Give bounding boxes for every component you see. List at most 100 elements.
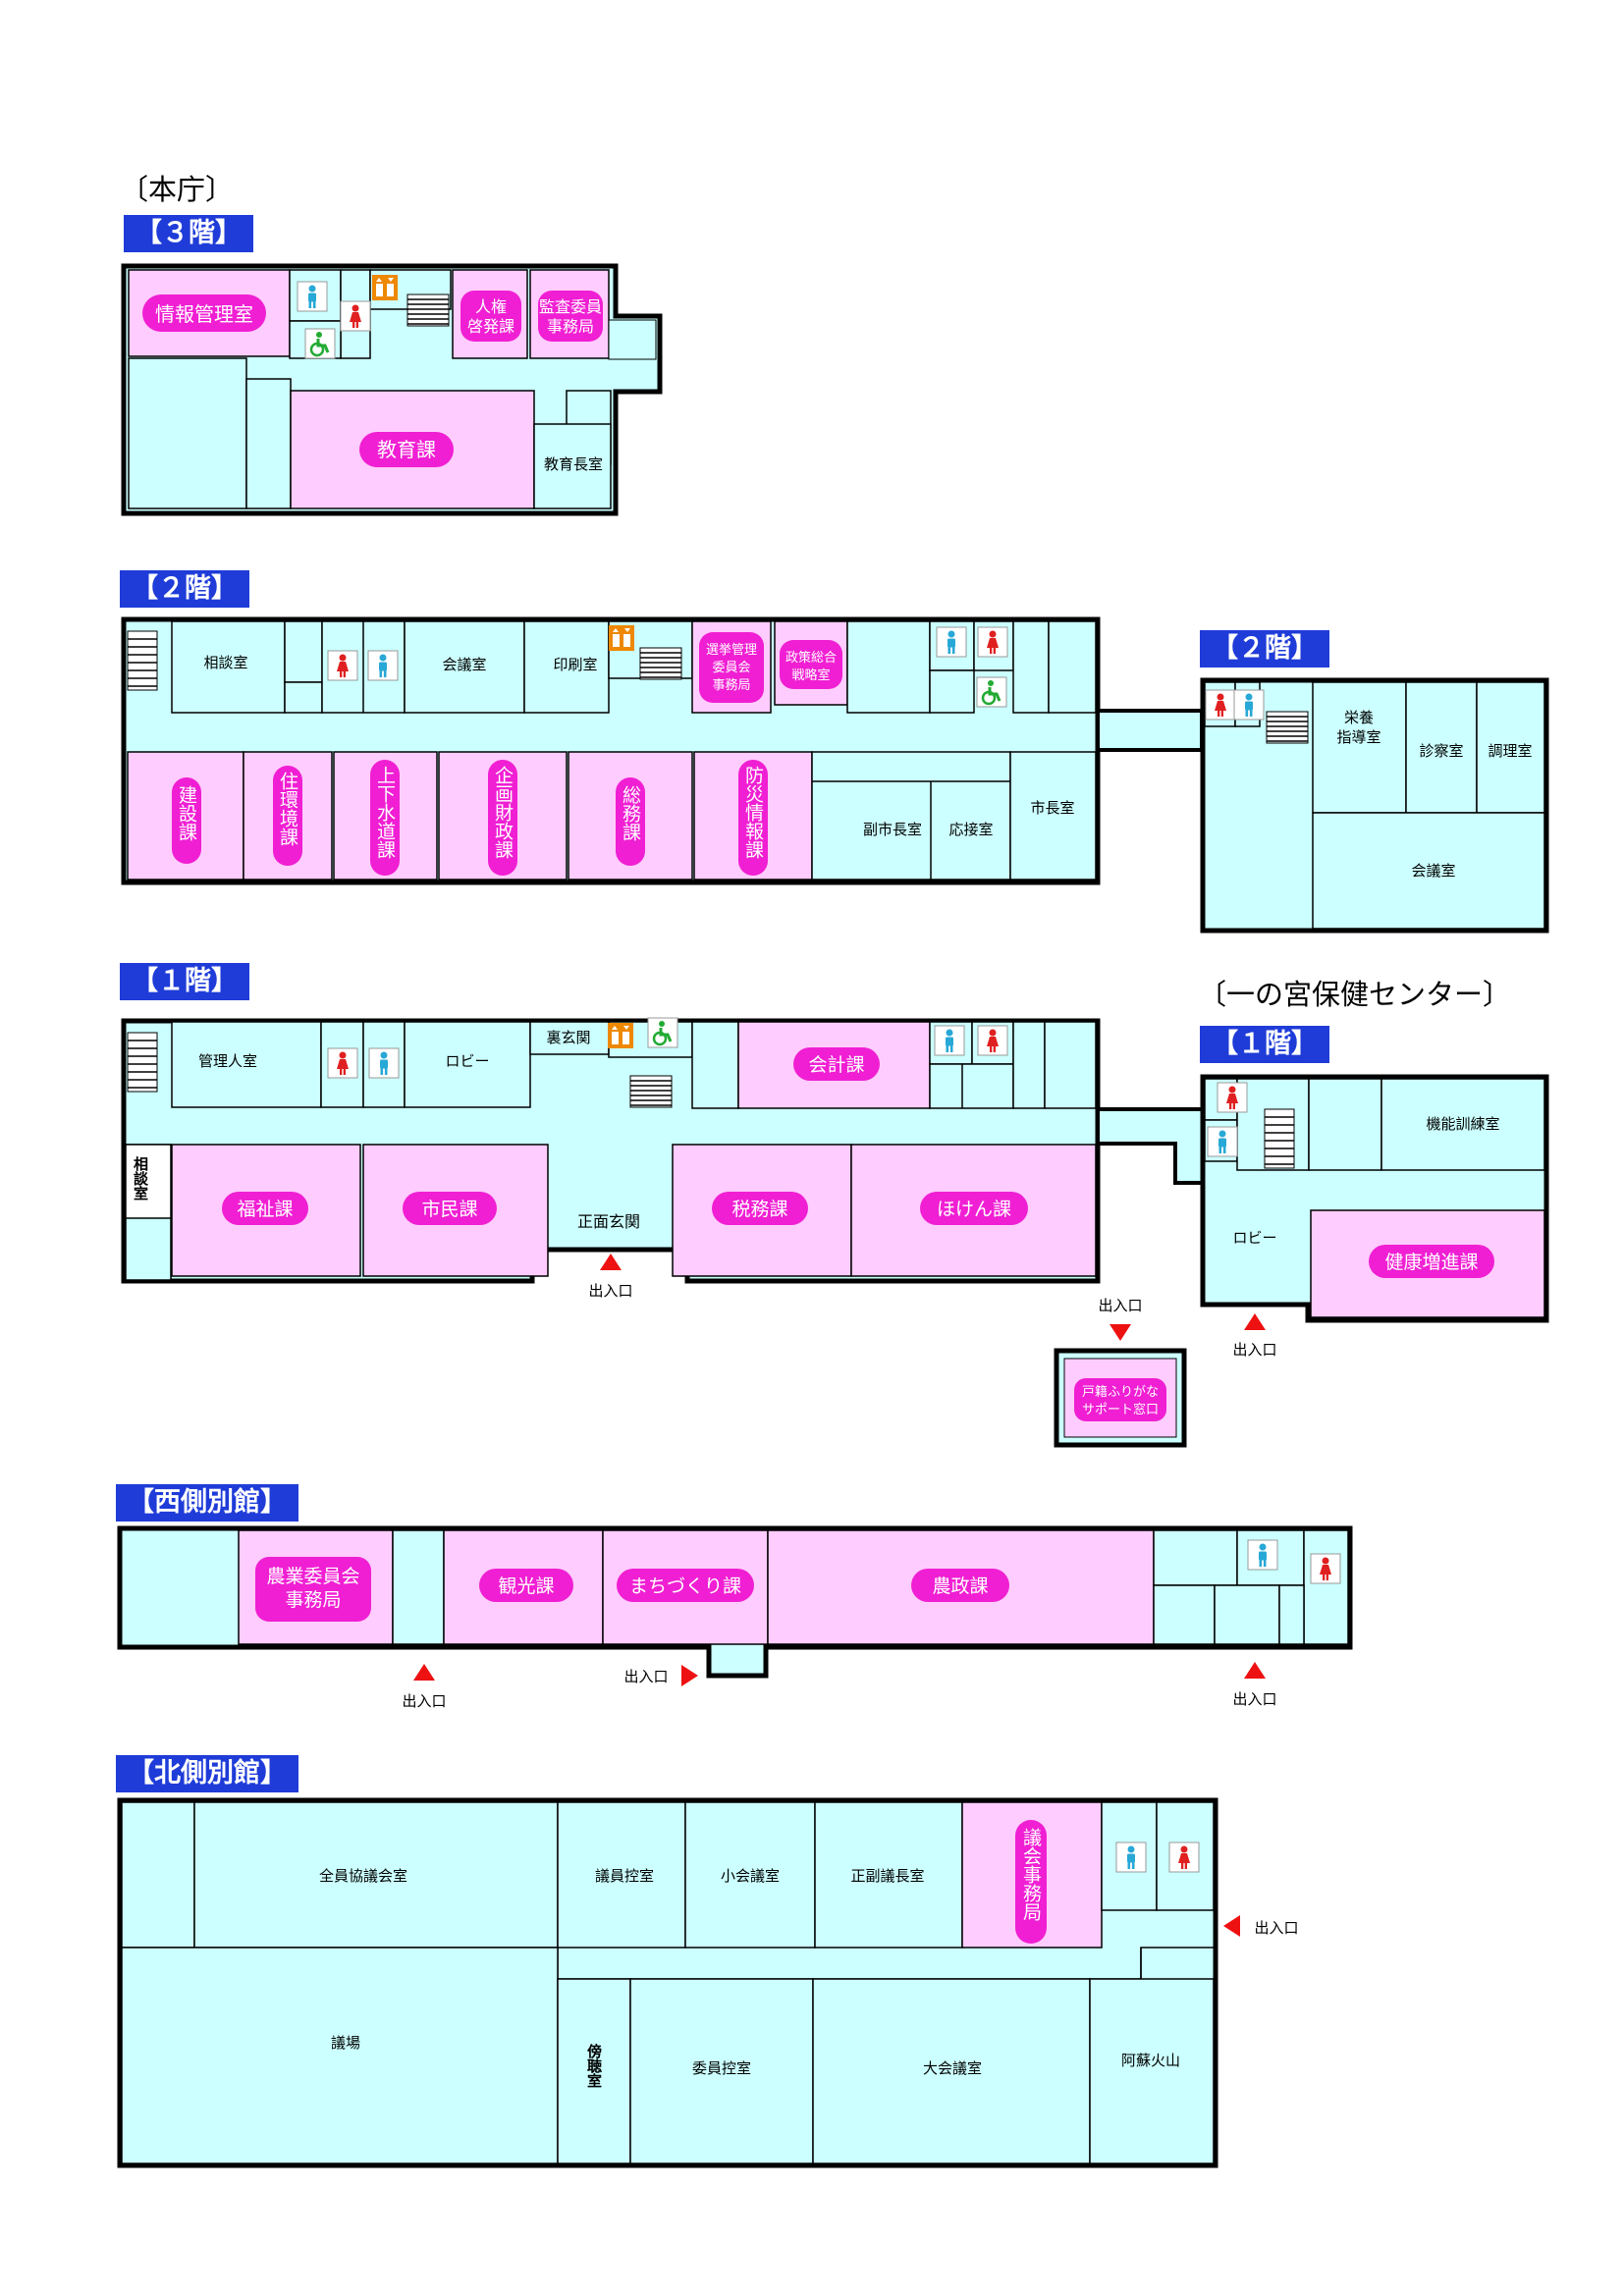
label-aso: 阿蘇火山 xyxy=(1121,2052,1180,2069)
label-soudan-1f: 相談室 xyxy=(132,1155,149,1201)
label-seisaku-1: 政策総合 xyxy=(785,650,837,666)
male-toilet-icon xyxy=(1247,1539,1278,1571)
female-toilet-icon xyxy=(340,300,371,332)
label-koseki-entrance: 出入口 xyxy=(1098,1297,1142,1314)
label-shoumen: 正面玄関 xyxy=(577,1212,640,1231)
label-gijou: 議場 xyxy=(331,2034,360,2052)
entrance-arrow-icon xyxy=(1223,1915,1240,1937)
label-kanrinin: 管理人室 xyxy=(198,1052,257,1070)
female-toilet-icon xyxy=(977,1025,1008,1056)
female-toilet-icon xyxy=(1205,689,1236,721)
label-nousei: 農政課 xyxy=(932,1575,988,1597)
label-machi: まちづくり課 xyxy=(629,1575,741,1597)
accessible-toilet-icon xyxy=(975,675,1008,709)
female-toilet-icon xyxy=(1168,1842,1200,1873)
label-kyouikuchou: 教育長室 xyxy=(544,455,603,473)
entrance-arrow-icon xyxy=(413,1664,435,1681)
entrance-arrow-icon xyxy=(681,1665,698,1686)
label-daikaigi: 大会議室 xyxy=(923,2059,982,2077)
label-insatsu: 印刷室 xyxy=(553,656,597,673)
label-kinou: 機能訓練室 xyxy=(1426,1115,1499,1133)
label-giinhikae: 議員控室 xyxy=(595,1867,654,1885)
label-nougyou-1: 農業委員会 xyxy=(266,1566,359,1587)
label-west-entrance-2: 出入口 xyxy=(623,1668,668,1685)
floor-label-2f: 【２階】 xyxy=(120,570,249,608)
label-shichou: 市長室 xyxy=(1030,799,1074,817)
floor-label-north-annex: 【北側別館】 xyxy=(116,1755,298,1792)
label-kansa-1: 監査委員 xyxy=(539,297,602,316)
label-west-entrance-3: 出入口 xyxy=(1232,1690,1276,1708)
female-toilet-icon xyxy=(1217,1082,1248,1113)
label-shoukaigi: 小会議室 xyxy=(721,1867,780,1885)
label-entrance-1f: 出入口 xyxy=(588,1282,632,1300)
label-senkyo-3: 事務局 xyxy=(712,678,750,693)
label-soumu: 総務課 xyxy=(620,785,641,841)
label-fukushi: 福祉課 xyxy=(237,1199,293,1220)
floor-label-3f: 【３階】 xyxy=(124,215,253,252)
floor-label-health-1f: 【１階】 xyxy=(1200,1026,1329,1063)
entrance-arrow-icon xyxy=(1244,1662,1266,1679)
label-nougyou-2: 事務局 xyxy=(285,1589,341,1611)
entrance-arrow-icon xyxy=(600,1254,622,1270)
label-uragenkan: 裏玄関 xyxy=(546,1029,590,1046)
label-kikaku: 企画財政課 xyxy=(492,766,514,859)
label-ousetsu: 応接室 xyxy=(948,821,993,838)
label-seisaku-2: 戦略室 xyxy=(791,667,830,683)
label-north-entrance: 出入口 xyxy=(1254,1919,1298,1937)
entrance-arrow-icon xyxy=(1244,1313,1266,1330)
label-kankou: 観光課 xyxy=(498,1575,554,1597)
label-soudan-2f: 相談室 xyxy=(203,654,247,671)
label-info-mgmt: 情報管理室 xyxy=(155,302,253,326)
label-bouchou: 傍聴室 xyxy=(585,2043,603,2088)
main-building-heading: 〔本庁〕 xyxy=(120,173,235,206)
label-gesuidou: 上下水道課 xyxy=(374,766,396,859)
label-kaikei: 会計課 xyxy=(808,1054,864,1076)
label-kenkou: 健康増進課 xyxy=(1384,1252,1478,1273)
elevator-icon xyxy=(609,625,634,651)
label-koseki-2: サポート窓口 xyxy=(1082,1402,1159,1417)
label-kaigi-2f-east: 会議室 xyxy=(1411,862,1455,880)
female-toilet-icon xyxy=(1310,1553,1341,1584)
label-health-entrance: 出入口 xyxy=(1232,1341,1276,1359)
male-toilet-icon xyxy=(934,1025,965,1056)
label-iinhikae: 委員控室 xyxy=(692,2059,751,2077)
male-toilet-icon xyxy=(297,281,328,312)
bridge-2f xyxy=(1096,709,1204,752)
female-toilet-icon xyxy=(327,650,358,681)
male-toilet-icon xyxy=(367,650,399,681)
label-seifuku: 正副議長室 xyxy=(850,1867,924,1885)
floor-label-2f-east: 【２階】 xyxy=(1200,630,1329,667)
elevator-icon xyxy=(372,275,398,300)
label-jukankyo: 住環境課 xyxy=(277,772,298,846)
accessible-toilet-icon xyxy=(303,327,337,360)
label-kansa-2: 事務局 xyxy=(547,317,594,336)
label-hoken: ほけん課 xyxy=(937,1199,1011,1220)
female-toilet-icon xyxy=(327,1047,358,1079)
label-shinsatsu: 診察室 xyxy=(1419,742,1463,760)
accessible-toilet-icon xyxy=(646,1016,679,1049)
male-toilet-icon xyxy=(1233,689,1265,721)
label-zeimu: 税務課 xyxy=(731,1199,787,1220)
health-center-heading: 〔一の宮保健センター〕 xyxy=(1198,978,1512,1011)
label-fukushichou: 副市長室 xyxy=(863,821,922,838)
label-kyouiku: 教育課 xyxy=(377,438,436,461)
label-chouri: 調理室 xyxy=(1488,742,1532,760)
male-toilet-icon xyxy=(936,626,967,658)
male-toilet-icon xyxy=(1115,1842,1147,1873)
entrance-arrow-icon xyxy=(1110,1324,1131,1341)
label-senkyo-1: 選挙管理 xyxy=(706,643,757,658)
label-eiyou-1: 栄養 xyxy=(1344,709,1374,726)
label-zenin: 全員協議会室 xyxy=(319,1867,407,1885)
label-eiyou-2: 指導室 xyxy=(1336,728,1380,746)
label-jinken-2: 啓発課 xyxy=(467,317,514,336)
label-kaigi-2f: 会議室 xyxy=(442,656,486,673)
label-kensetsu: 建設課 xyxy=(176,785,197,841)
room-zeimu xyxy=(672,1144,852,1277)
elevator-icon xyxy=(608,1023,633,1048)
label-koseki-1: 戸籍ふりがな xyxy=(1082,1384,1159,1400)
label-senkyo-2: 委員会 xyxy=(712,661,750,675)
label-jinken-1: 人権 xyxy=(475,297,507,316)
bridge-1f xyxy=(1096,1107,1205,1185)
label-west-entrance-1: 出入口 xyxy=(402,1692,446,1710)
